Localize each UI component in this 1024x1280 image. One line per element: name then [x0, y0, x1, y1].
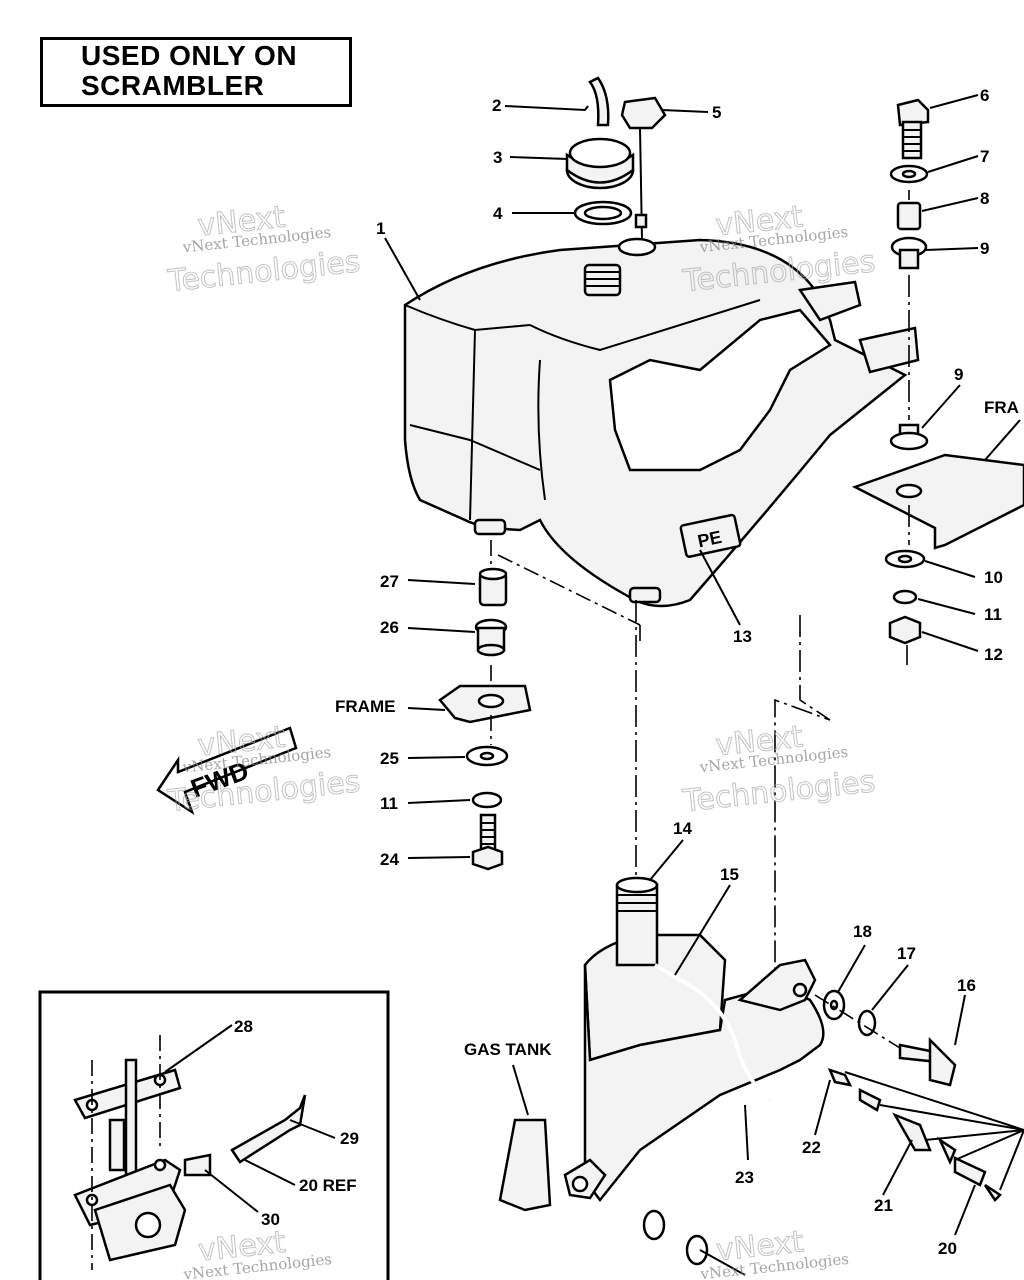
- gas-tank: [563, 933, 825, 1203]
- callout-28: 28: [234, 1017, 253, 1036]
- callout-11: 11: [984, 605, 1002, 624]
- flat-washer: [884, 549, 926, 569]
- leader-lines: [164, 94, 1024, 1236]
- watermark-1: vNext Technologies vNext Technologies: [165, 199, 362, 299]
- nut: [888, 615, 922, 645]
- callout-6: 6: [980, 86, 989, 105]
- callout-25: 25: [380, 749, 399, 768]
- gas-cap: [565, 137, 635, 190]
- scrambler-note-box: USED ONLY ON SCRAMBLER: [40, 37, 352, 107]
- note-line-1: USED ONLY ON: [81, 40, 298, 71]
- watermark-6: vNext vNext Technologies: [699, 1224, 850, 1280]
- grommet-lower: [889, 423, 929, 451]
- note-line-2: SCRAMBLER: [81, 70, 265, 101]
- lock-washer-11: [471, 791, 503, 809]
- inset-box: [38, 990, 390, 1280]
- frame-bracket-right: [851, 453, 1024, 550]
- lock-washer: [892, 589, 918, 605]
- grommet: [890, 236, 928, 270]
- callout-12: 12: [984, 645, 1003, 664]
- label-frame-left: FRAME: [335, 697, 395, 716]
- callout-26: 26: [380, 618, 399, 637]
- grommet-26: [474, 618, 508, 657]
- callout-2: 2: [492, 96, 501, 115]
- callout-30: 30: [261, 1210, 280, 1229]
- callout-20-ref: 20 REF: [299, 1176, 357, 1195]
- callout-14: 14: [673, 819, 692, 838]
- callout-4: 4: [493, 204, 503, 223]
- watermark-4: vNext Technologies vNext Technologies: [680, 719, 877, 820]
- svg-text:PE: PE: [696, 527, 724, 552]
- gasket: [573, 200, 633, 226]
- bolt: [896, 98, 930, 160]
- callout-20: 20: [938, 1239, 957, 1258]
- callout-15: 15: [720, 865, 739, 884]
- watermark-3: vNext Technologies vNext Technologies: [165, 719, 362, 819]
- callout-29: 29: [340, 1129, 359, 1148]
- washer: [889, 164, 929, 184]
- pe-decal: PE: [679, 513, 742, 558]
- callout-17: 17: [897, 944, 916, 963]
- washer-18: [822, 989, 846, 1021]
- callout-11b: 11: [380, 794, 398, 813]
- watermark-5: vNext vNext Technologies: [182, 1224, 333, 1280]
- callout-23: 23: [735, 1168, 754, 1187]
- fuel-gauge: [620, 96, 667, 241]
- bolt-24: [471, 813, 504, 871]
- washer-25: [465, 745, 509, 767]
- fuel-line: [653, 963, 772, 1102]
- callout-22: 22: [802, 1138, 821, 1157]
- callout-24: 24: [380, 850, 399, 869]
- callout-5: 5: [712, 103, 721, 122]
- label-gas-tank: GAS TANK: [464, 1040, 552, 1059]
- washers-bottom: [642, 1209, 746, 1276]
- filler-neck: [615, 876, 659, 967]
- callout-9: 9: [980, 239, 989, 258]
- fuel-tank: PE: [403, 237, 920, 608]
- callout-labels: 1 2 3 4 5 6 7 8 9 9 10 11 12 13 14 15 16…: [234, 86, 1019, 1258]
- spacer-27: [478, 567, 508, 607]
- callout-1: 1: [376, 219, 385, 238]
- callout-16: 16: [957, 976, 976, 995]
- valve-parts: [827, 1067, 1002, 1202]
- callout-8: 8: [980, 189, 989, 208]
- frame-bracket-left: [438, 684, 532, 724]
- label-frame-right: FRA: [984, 398, 1019, 417]
- gas-tank-ref: [498, 1118, 552, 1212]
- spacer: [896, 201, 922, 231]
- callout-9b: 9: [954, 365, 963, 384]
- callout-10: 10: [984, 568, 1003, 587]
- fwd-arrow: FWD: [156, 726, 298, 816]
- callout-13: 13: [733, 627, 752, 646]
- vent-hose: [588, 76, 610, 127]
- bolt-16: [898, 1036, 957, 1087]
- callout-3: 3: [493, 148, 502, 167]
- callout-18: 18: [853, 922, 872, 941]
- callout-7: 7: [980, 147, 989, 166]
- callout-21: 21: [874, 1196, 893, 1215]
- callout-27: 27: [380, 572, 399, 591]
